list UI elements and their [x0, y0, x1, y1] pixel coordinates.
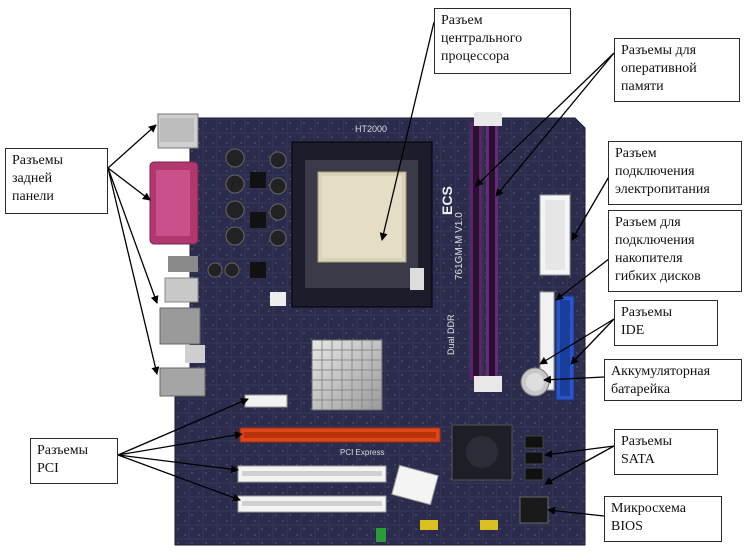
callout-cpu-socket: Разъем центрального процессора: [434, 8, 571, 74]
callout-arrows: [107, 21, 615, 517]
callout-ram-slots: Разъемы для оперативной памяти: [614, 38, 740, 102]
callout-sata: Разъемы SATA: [614, 429, 718, 475]
callout-pci: Разъемы PCI: [30, 438, 118, 484]
ide-connectors: [555, 295, 575, 401]
pcie-x1-slot: [244, 394, 288, 408]
callout-power-connector: Разъем подключения электропитания: [608, 141, 742, 205]
board-model-label: 761GM-M V1.0: [454, 212, 465, 280]
sticker: [391, 464, 439, 506]
callout-ide: Разъемы IDE: [614, 300, 718, 346]
callout-battery: Аккумуляторная батарейка: [604, 359, 742, 401]
board-ht-label: HT2000: [355, 124, 387, 134]
pci-slot-1: [237, 465, 387, 483]
rear-io-ports: [149, 113, 206, 397]
ram-slots: [470, 112, 502, 392]
bios-chip: [519, 496, 549, 524]
sata-connectors: [524, 435, 544, 481]
cpu-socket: [291, 141, 433, 308]
board-dual-ddr-label: Dual DDR: [446, 314, 456, 355]
pcie-x16-slot: [239, 427, 441, 443]
callout-bios: Микросхема BIOS: [604, 496, 722, 542]
northbridge-heatsink: [311, 339, 383, 411]
callout-floppy-connector: Разъем для подключения накопителя гибких…: [608, 210, 742, 292]
pci-slot-2: [237, 495, 387, 513]
callout-rear-panel: Разъемы задней панели: [5, 148, 108, 214]
capacitors: [207, 148, 287, 306]
board-brand-label: ECS: [439, 186, 455, 215]
board-pci-express-label: PCI Express: [340, 448, 384, 457]
